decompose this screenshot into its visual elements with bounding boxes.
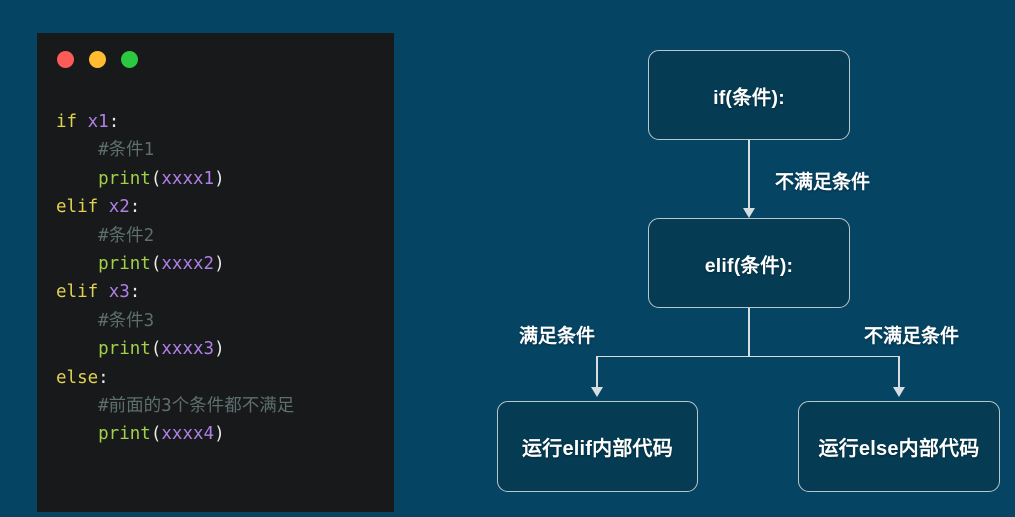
code-token-pun: ) [214,253,225,274]
code-line: #前面的3个条件都不满足 [56,392,388,420]
maximize-window-icon[interactable] [121,51,138,68]
edge-label-elif-false: 不满足条件 [864,326,960,347]
code-token-pun: ( [150,424,162,445]
code-token-pun: : [108,112,120,132]
flow-node-run-elif-label: 运行elif内部代码 [522,438,673,460]
code-token-var: xxxx3 [161,339,215,360]
code-token-kw: elif [56,197,99,218]
code-token-fn: print [98,339,151,360]
code-line: print(xxxx4) [56,420,388,448]
code-token-var: x3 [108,282,130,303]
code-token-cmt: #条件1 [98,140,155,161]
code-token-var: xxxx2 [161,253,215,274]
code-line: #条件1 [56,136,388,164]
code-token-pun: ) [214,339,225,360]
connector-branch-left-leg [596,355,598,388]
code-line: print(xxxx3) [56,335,388,363]
arrowhead-if-to-elif-icon [743,208,755,218]
code-token-pun: ( [150,253,162,274]
code-line: elif x3: [56,278,388,306]
code-token-fn: print [98,168,151,189]
code-line: if x1: [56,108,388,136]
code-block[interactable]: if x1: #条件1 print(xxxx1)elif x2: #条件2 pr… [56,108,388,449]
code-token-cmt: #条件3 [98,310,155,331]
close-window-icon[interactable] [57,51,74,68]
code-token-pun: : [98,367,109,388]
code-token-fn: print [98,424,151,445]
code-token-var: x1 [87,112,109,132]
minimize-window-icon[interactable] [89,51,106,68]
arrowhead-branch-right-icon [893,387,906,397]
flow-node-elif-label: elif(条件): [704,254,794,277]
code-token-pun: ) [214,424,225,445]
flow-node-if[interactable]: if(条件): [648,50,850,140]
arrowhead-branch-left-icon [590,387,603,397]
code-token-pun: ( [150,339,162,360]
code-editor-panel: if x1: #条件1 print(xxxx1)elif x2: #条件2 pr… [37,33,394,512]
connector-branch-right-leg [898,355,900,388]
code-token-pun: ( [150,168,162,189]
code-line: #条件3 [56,307,388,335]
code-token-fn: print [98,253,151,274]
code-line: else: [56,364,388,392]
code-token-cmt: #条件2 [98,225,155,246]
code-token-pun: : [129,282,141,303]
code-token-var: xxxx4 [161,424,215,445]
flow-node-run-elif[interactable]: 运行elif内部代码 [497,401,698,492]
code-token-pun: ) [214,168,225,189]
flow-node-if-label: if(条件): [713,86,785,109]
code-line: #条件2 [56,222,388,250]
code-token-pun: : [129,197,141,218]
code-line: print(xxxx2) [56,250,388,278]
code-line: print(xxxx1) [56,165,388,193]
code-token-var: x2 [108,197,130,218]
edge-label-if-false: 不满足条件 [775,172,871,193]
code-token-cmt: #前面的3个条件都不满足 [98,395,295,416]
connector-branch-bar [596,355,900,358]
code-token-kw: else [56,367,99,388]
edge-label-elif-true: 满足条件 [519,326,596,347]
window-titlebar [57,51,138,68]
connector-elif-stem [748,308,750,357]
code-line: elif x2: [56,193,388,221]
flow-node-run-else-label: 运行else内部代码 [818,438,980,460]
code-token-var: xxxx1 [161,168,215,189]
connector-if-to-elif [748,140,750,210]
flow-node-run-else[interactable]: 运行else内部代码 [798,401,1000,492]
code-token-kw: elif [56,282,99,303]
code-token-kw: if [56,112,78,132]
flow-node-elif[interactable]: elif(条件): [648,218,850,308]
